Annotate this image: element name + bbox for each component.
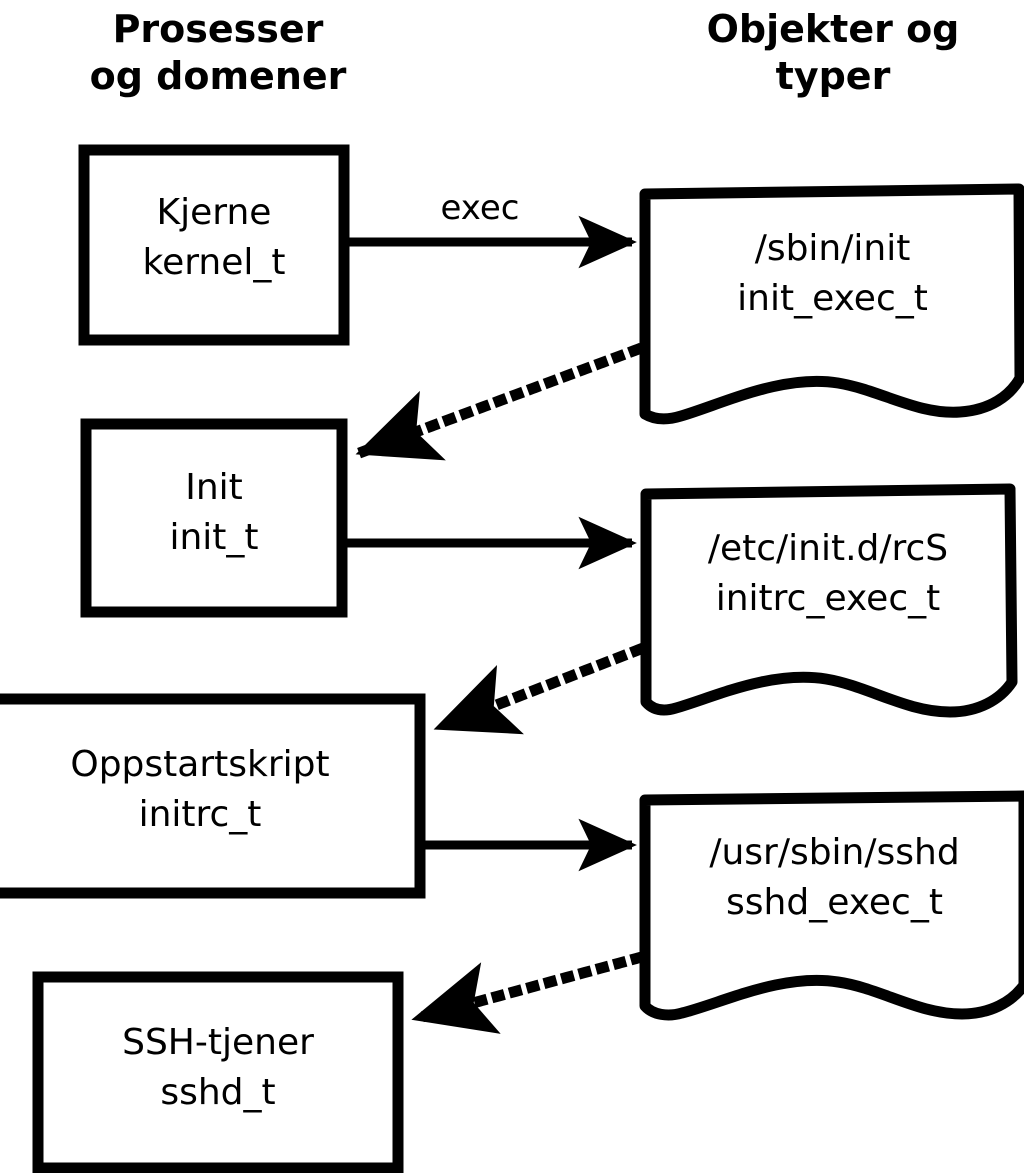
process-box-kernel[interactable] [78, 144, 350, 346]
object-doc-initrc-exec[interactable] [640, 483, 1018, 718]
column-header-objects: Objekter og typer [706, 7, 960, 98]
process-box-initrc[interactable] [0, 693, 426, 899]
column-header-processes: Prosesser og domener [89, 7, 347, 98]
object-doc-sshd-exec[interactable] [639, 790, 1024, 1021]
process-box-init[interactable] [80, 418, 348, 618]
edge-transition-initrc-exec-to-initrc [432, 642, 646, 735]
edge-label-exec: exec [440, 188, 520, 228]
edge-transition-sshd-exec-to-sshd [411, 951, 645, 1034]
object-doc-init-exec[interactable] [639, 183, 1024, 425]
edge-transition-init-exec-to-init [354, 342, 644, 461]
process-box-sshd[interactable] [32, 971, 404, 1173]
